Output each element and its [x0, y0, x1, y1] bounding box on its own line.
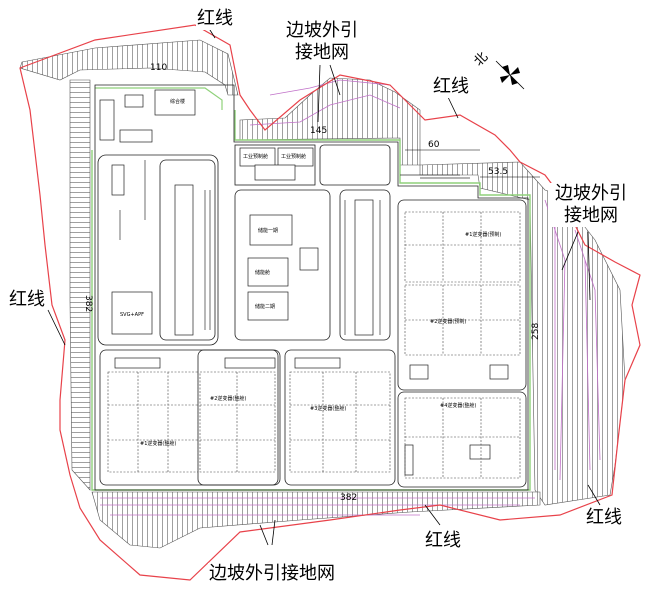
label-comp-room-3: 工业预制舱	[281, 153, 306, 160]
north-arrow-icon: 北	[471, 50, 525, 90]
label-comp-room-2: 工业预制舱	[243, 153, 268, 160]
label-sub-2: #2逆变器(整舱)	[210, 395, 246, 402]
callout-redline-left: 红线	[8, 289, 46, 311]
label-center-3: 储能二期	[255, 303, 275, 310]
callout-redline-bottom: 红线	[424, 530, 462, 552]
label-center-1: 储能一期	[258, 227, 278, 234]
dimension-145: 145	[310, 126, 327, 136]
label-sub-4: #4逆变器(整舱)	[440, 402, 476, 409]
label-sub-5: #1逆变器(预制)	[465, 231, 501, 238]
callout-slope-grid-top-line1: 边坡外引	[286, 20, 358, 41]
dimension-110: 110	[150, 63, 167, 73]
callout-slope-grid-right: 边坡外引 接地网	[548, 183, 634, 227]
label-comp-room-1: 综合楼	[170, 98, 185, 105]
label-svg-apf: SVG+APF	[120, 312, 144, 318]
callout-slope-grid-right-line1: 边坡外引	[555, 183, 627, 204]
callout-slope-grid-top-line2: 接地网	[295, 42, 349, 63]
label-sub-6: #2逆变器(预制)	[430, 318, 466, 325]
label-sub-1: #1逆变器(整舱)	[140, 440, 176, 447]
dimension-382-left: 382	[83, 295, 93, 312]
callout-slope-grid-top: 边坡外引 接地网	[283, 20, 361, 64]
dimension-382-bottom: 382	[340, 493, 357, 503]
callout-redline-top: 红线	[196, 8, 234, 30]
callout-slope-grid-right-line2: 接地网	[564, 205, 618, 226]
callout-redline-bottom-right: 红线	[585, 507, 623, 529]
label-sub-3: #3逆变器(整舱)	[310, 405, 346, 412]
callout-redline-top-right: 红线	[432, 76, 470, 98]
label-center-2: 储能舱	[255, 269, 270, 276]
north-label: 北	[471, 50, 491, 70]
dimension-258: 258	[531, 323, 541, 340]
dimension-53-5: 53.5	[488, 167, 508, 177]
callout-slope-grid-bottom: 边坡外引接地网	[208, 563, 336, 585]
dimension-60: 60	[428, 140, 440, 150]
redline-boundary	[19, 24, 641, 581]
